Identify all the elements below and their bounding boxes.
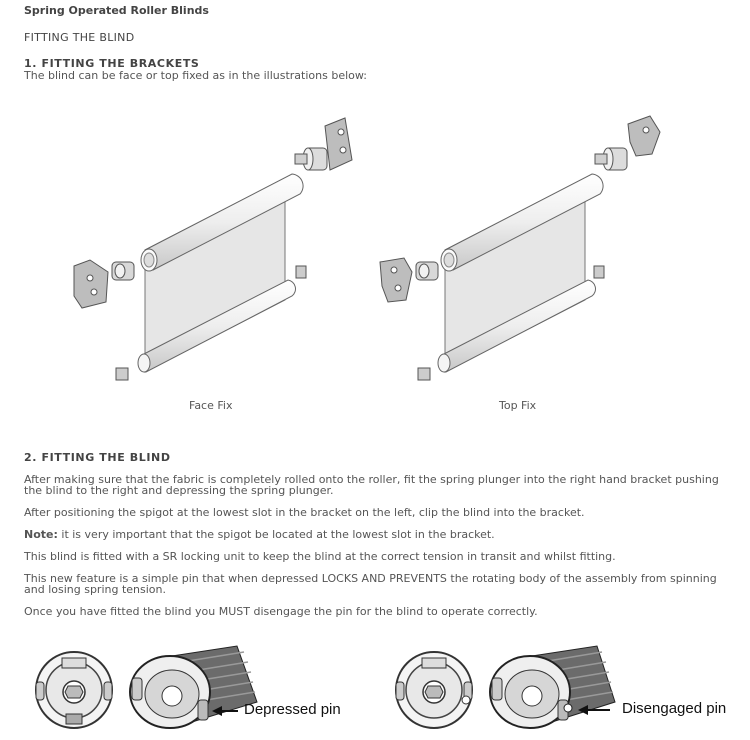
page-title: Spring Operated Roller Blinds xyxy=(24,4,209,17)
page-subtitle: FITTING THE BLIND xyxy=(24,31,135,44)
disengaged-pin-label: Disengaged pin xyxy=(622,700,727,717)
section2-heading: 2. FITTING THE BLIND xyxy=(24,451,171,464)
section2-paragraph-5: Once you have fitted the blind you MUST … xyxy=(24,605,538,618)
disengaged-pin-illustration-icon xyxy=(395,645,616,729)
section2-paragraph-1: After making sure that the fabric is com… xyxy=(24,473,719,497)
section1-heading: 1. FITTING THE BRACKETS xyxy=(24,57,200,70)
note-label: Note: xyxy=(24,528,58,541)
top-fix-illustration-icon xyxy=(379,115,661,381)
section2-note: Note: it is very important that the spig… xyxy=(24,529,736,540)
section2-paragraph-3: This blind is fitted with a SR locking u… xyxy=(24,550,616,563)
top-fix-caption: Top Fix xyxy=(499,399,537,412)
face-fix-caption: Face Fix xyxy=(189,399,233,412)
depressed-pin-illustration-icon xyxy=(35,645,258,729)
face-fix-illustration-icon xyxy=(73,117,353,381)
section2-paragraph-2: After positioning the spigot at the lowe… xyxy=(24,506,585,519)
depressed-pin-label: Depressed pin xyxy=(244,701,341,718)
section2-paragraph-4: This new feature is a simple pin that wh… xyxy=(24,572,717,596)
note-text: it is very important that the spigot be … xyxy=(57,528,495,541)
section1-intro: The blind can be face or top fixed as in… xyxy=(24,69,367,82)
